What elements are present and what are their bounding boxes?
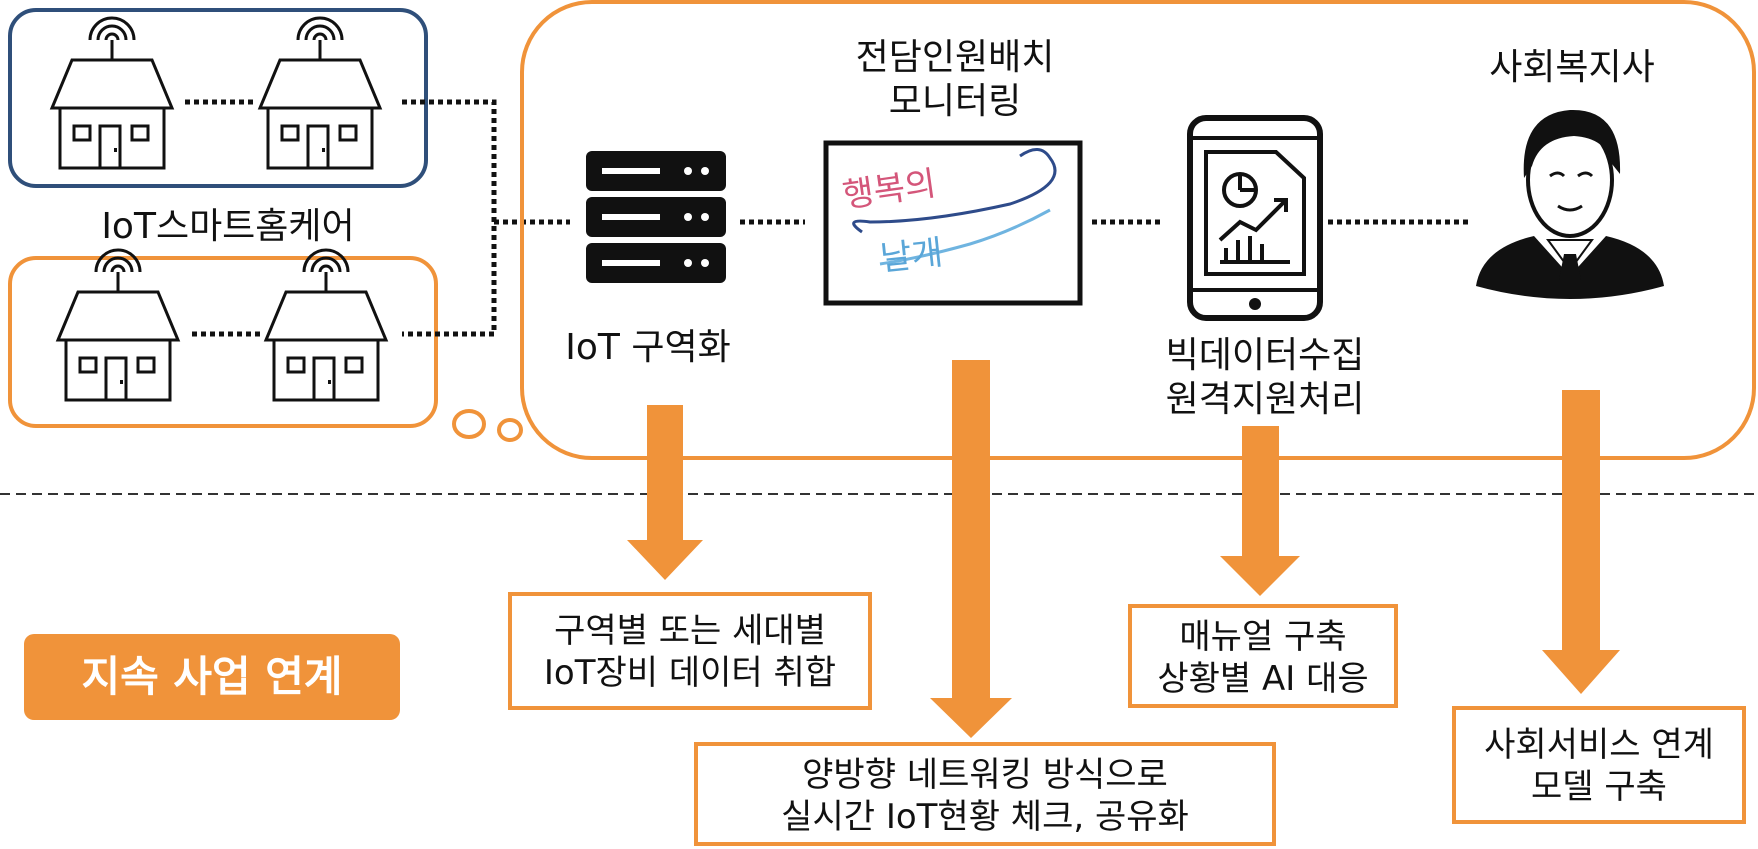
social-worker-avatar-icon <box>1476 109 1664 299</box>
person-label: 사회복지사 <box>1489 47 1655 88</box>
outcome-text: 사회서비스 연계 <box>1484 725 1714 765</box>
monitor-label-2: 모니터링 <box>888 81 1022 122</box>
outcome-text: IoT장비 데이터 취합 <box>543 653 837 693</box>
cluster-label: IoT스마트홈케어 <box>101 206 355 247</box>
outcome-box-zoning: 구역별 또는 세대별 IoT장비 데이터 취합 <box>508 592 872 710</box>
outcome-box-networking: 양방향 네트워킹 방식으로 실시간 IoT현황 체크, 공유화 <box>694 742 1276 846</box>
continuous-business-badge: 지속 사업 연계 <box>24 634 400 720</box>
down-arrows <box>627 360 1620 738</box>
outcome-text: 실시간 IoT현황 체크, 공유화 <box>781 797 1189 837</box>
monitor-label-1: 전담인원배치 <box>855 37 1055 78</box>
phone-label-1: 빅데이터수집 <box>1165 335 1365 376</box>
outcome-text: 양방향 네트워킹 방식으로 <box>802 755 1168 795</box>
outcome-text: 구역별 또는 세대별 <box>554 611 826 651</box>
server-icon <box>586 151 726 283</box>
phone-label-2: 원격지원처리 <box>1165 379 1365 420</box>
outcome-text: 매뉴얼 구축 <box>1179 617 1347 657</box>
outcome-text: 모델 구축 <box>1531 767 1667 807</box>
house-icon <box>56 248 180 402</box>
outcome-box-manual: 매뉴얼 구축 상황별 AI 대응 <box>1128 604 1398 708</box>
monitor-logo-line2: 날개 <box>878 232 945 280</box>
smartphone-analytics-icon <box>1187 115 1323 321</box>
process-cloud <box>520 0 1756 460</box>
house-icon <box>264 248 388 402</box>
monitor-icon <box>823 140 1083 306</box>
outcome-box-social-service: 사회서비스 연계 모델 구축 <box>1452 706 1746 824</box>
server-label: IoT 구역화 <box>565 327 731 368</box>
house-icon <box>50 16 174 170</box>
house-icon <box>258 16 382 170</box>
outcome-text: 상황별 AI 대응 <box>1157 659 1369 699</box>
